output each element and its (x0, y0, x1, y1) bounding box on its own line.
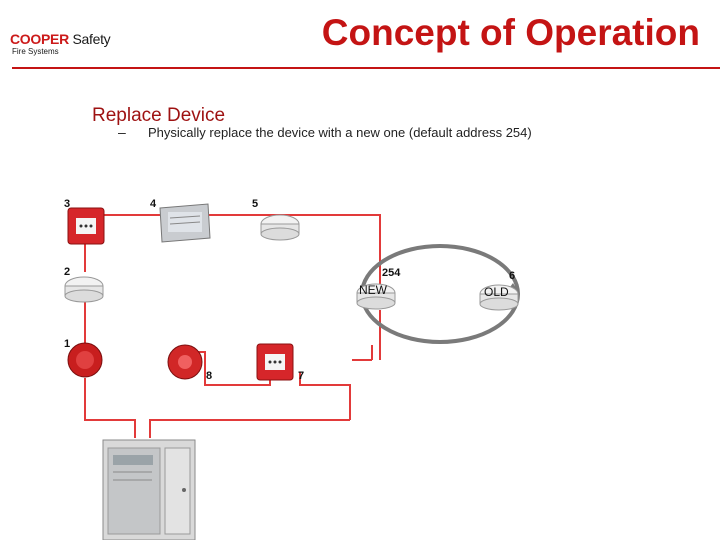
beacon-icon (167, 344, 203, 380)
device-label-3: 3 (64, 198, 71, 210)
device-label-4: 4 (150, 198, 157, 210)
bullet-text: Physically replace the device with a new… (148, 125, 532, 140)
bullet-dash: – (118, 124, 126, 140)
section-heading: Replace Device (92, 105, 226, 126)
call-point-icon (67, 207, 105, 245)
old-detector-icon (479, 284, 519, 311)
device-label-7: 7 (298, 370, 305, 382)
logo-subtitle: Fire Systems (12, 47, 59, 56)
smoke-detector-icon (260, 214, 300, 241)
device-label-1: 1 (64, 338, 71, 350)
new-label: NEW (359, 283, 387, 297)
sounder-icon (67, 342, 103, 378)
cooper-logo: COOPER Safety (10, 31, 111, 47)
logo-brand: COOPER (10, 31, 69, 47)
call-point-icon (256, 343, 294, 381)
device-label-8: 8 (206, 370, 213, 382)
control-panel-icon (102, 439, 196, 540)
loop-wiring (84, 214, 381, 438)
page-title: Concept of Operation (321, 12, 700, 53)
device-label-6: 6 (509, 270, 516, 282)
smoke-detector-icon (64, 276, 104, 303)
device-label-5: 5 (252, 198, 259, 210)
interface-module-icon (159, 203, 211, 243)
new-detector-icon (356, 283, 396, 310)
device-label-2: 2 (64, 266, 71, 278)
old-label: OLD (484, 285, 509, 299)
logo-brand-suffix: Safety (72, 31, 111, 47)
title-divider (12, 67, 720, 69)
device-label-254: 254 (382, 267, 401, 279)
